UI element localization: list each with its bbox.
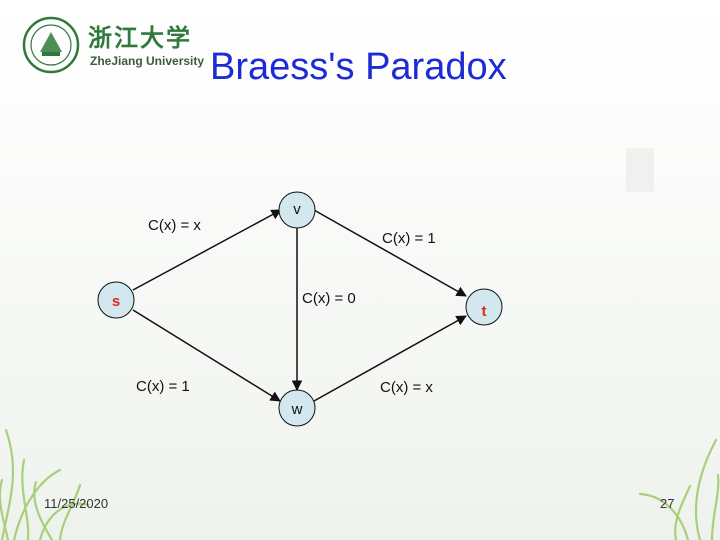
node-label-w: w	[291, 401, 303, 418]
node-t: t	[466, 289, 502, 325]
edge-v-t	[314, 210, 466, 296]
edge-label-s-w: C(x) = 1	[136, 378, 190, 395]
node-s: s	[98, 282, 134, 318]
edge-label-v-w: C(x) = 0	[302, 290, 356, 307]
node-v: v	[279, 192, 315, 228]
edge-label-s-v: C(x) = x	[148, 217, 201, 234]
node-label-t: t	[482, 303, 487, 320]
page-number: 27	[660, 496, 674, 511]
node-w: w	[279, 390, 315, 426]
footer-date: 11/25/2020	[44, 496, 108, 511]
node-label-s: s	[112, 293, 120, 310]
edge-label-w-t: C(x) = x	[380, 379, 433, 396]
edge-label-v-t: C(x) = 1	[382, 230, 436, 247]
node-label-v: v	[293, 201, 301, 218]
